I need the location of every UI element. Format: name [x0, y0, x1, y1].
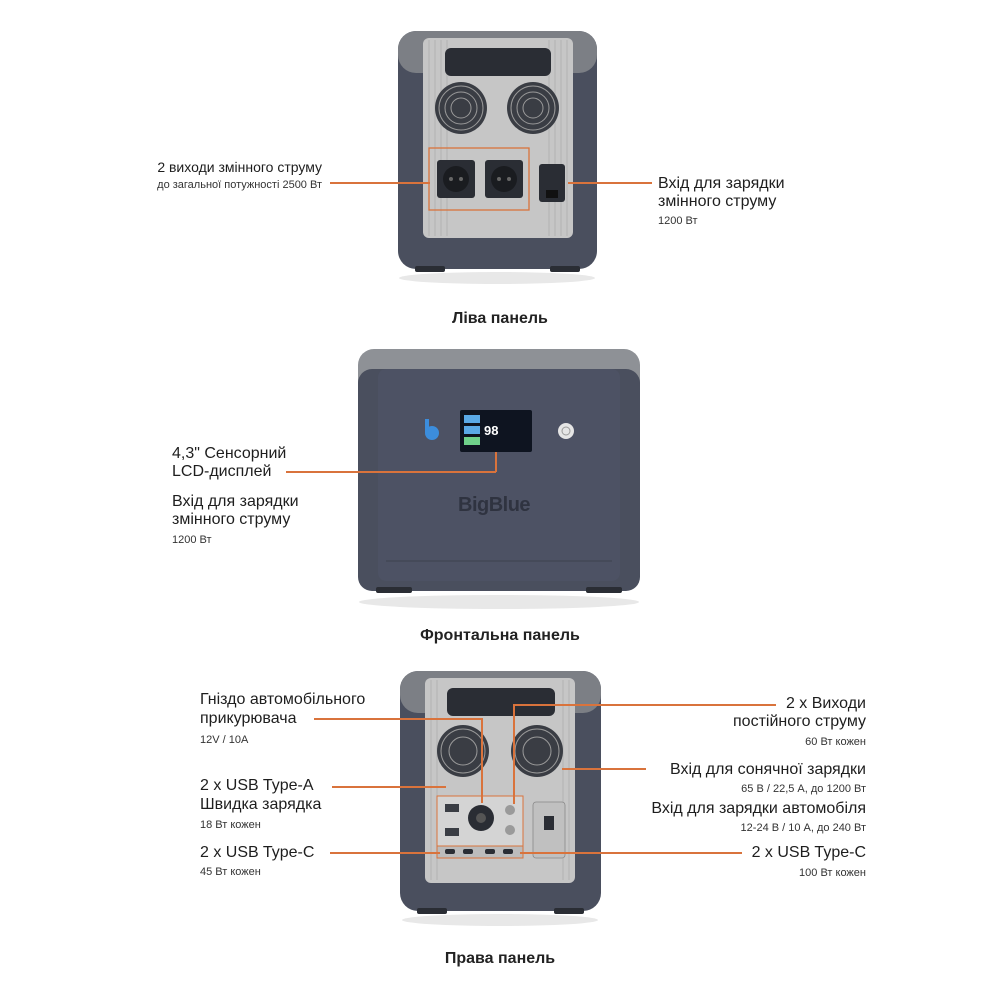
- dc-outputs-leader: [514, 704, 776, 706]
- usb-c-left-title: 2 x USB Type-C: [200, 844, 315, 861]
- lcd-leader-h: [286, 471, 496, 473]
- usb-c-left-sub: 45 Вт кожен: [200, 866, 261, 878]
- front-ac-input-title-2: змінного струму: [172, 511, 291, 528]
- car-socket-sub: 12V / 10A: [200, 734, 249, 746]
- dc-outputs-title-1: 2 x Виходи: [785, 695, 866, 712]
- ac-input-title-1: Вхід для зарядки: [658, 175, 785, 192]
- usb-a-title-2: Швидка зарядка: [200, 796, 322, 813]
- screen-value: 98: [484, 423, 498, 438]
- dc-outputs-title-2: постійного струму: [733, 713, 866, 730]
- left-panel-device: [398, 31, 597, 284]
- brand-logo-text: BigBlue: [458, 494, 531, 516]
- ac-outputs-leader: [330, 182, 430, 184]
- right-panel-device: [400, 671, 601, 926]
- usb-c-right-title: 2 x USB Type-C: [751, 844, 866, 861]
- lcd-title-2: LCD-дисплей: [172, 463, 272, 480]
- car-input-title: Вхід для зарядки автомобіля: [651, 800, 866, 817]
- front-panel-device: 98: [358, 349, 640, 609]
- ac-input-sub: 1200 Вт: [658, 215, 698, 227]
- solar-sub: 65 В / 22,5 А, до 1200 Вт: [741, 783, 866, 795]
- right-panel-caption: Права панель: [444, 950, 556, 967]
- car-socket-leader: [314, 718, 482, 720]
- usb-c-left-leader: [330, 852, 440, 854]
- lcd-title-1: 4,3" Сенсорний: [172, 445, 287, 462]
- lcd-leader-v: [495, 452, 497, 472]
- dc-outputs-leader-v: [513, 704, 515, 804]
- usb-a-leader: [332, 786, 446, 788]
- car-socket-leader-v: [481, 718, 483, 803]
- usb-a-sub: 18 Вт кожен: [200, 819, 261, 831]
- ac-outputs-title: 2 виходи змінного струму: [157, 159, 322, 175]
- solar-leader: [562, 768, 646, 770]
- ac-outputs-sub: до загальної потужності 2500 Вт: [157, 179, 322, 191]
- usb-c-right-leader: [520, 852, 742, 854]
- solar-title: Вхід для сонячної зарядки: [669, 761, 866, 778]
- usb-a-title-1: 2 x USB Type-A: [200, 777, 314, 794]
- dc-outputs-sub: 60 Вт кожен: [805, 736, 866, 748]
- left-panel-caption: Ліва панель: [452, 310, 548, 327]
- usb-c-right-sub: 100 Вт кожен: [799, 867, 866, 879]
- ac-input-title-2: змінного струму: [658, 193, 777, 210]
- car-input-sub: 12-24 В / 10 А, до 240 Вт: [740, 822, 866, 834]
- ac-input-leader: [568, 182, 652, 184]
- car-socket-title-2: прикурювача: [200, 710, 297, 727]
- front-panel-caption: Фронтальна панель: [420, 627, 580, 644]
- car-socket-title-1: Гніздо автомобільного: [200, 691, 366, 708]
- front-ac-input-title-1: Вхід для зарядки: [172, 493, 299, 510]
- front-ac-input-sub: 1200 Вт: [172, 534, 212, 546]
